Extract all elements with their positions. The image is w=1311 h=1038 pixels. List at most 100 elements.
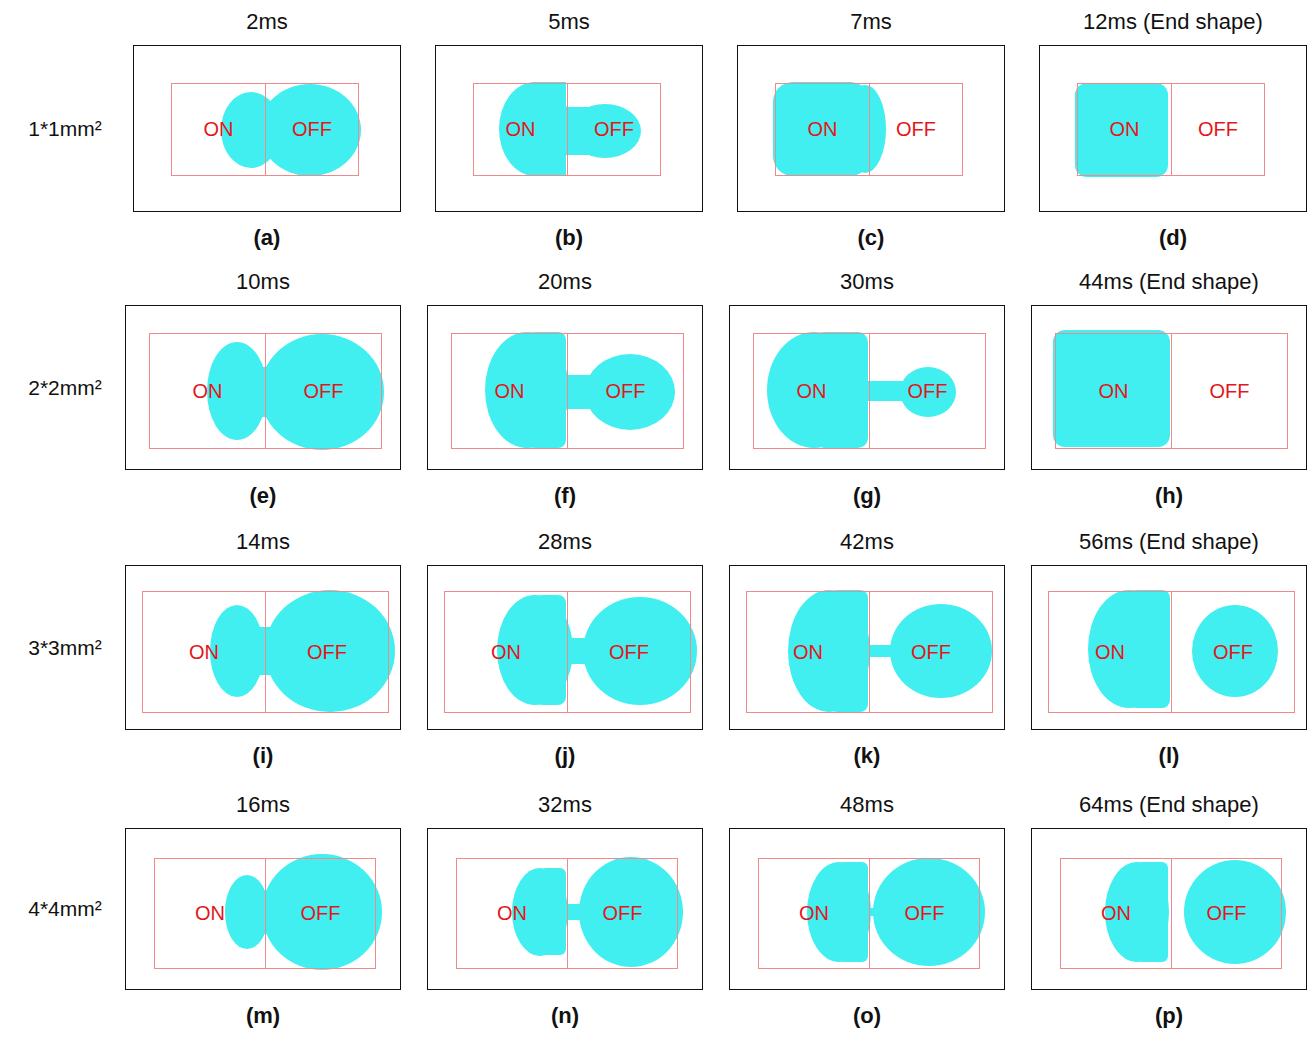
electrode-state: ON xyxy=(204,118,234,141)
electrode-state: ON xyxy=(1095,641,1125,664)
time-label: 64ms (End shape) xyxy=(1012,792,1311,818)
time-label: 30ms xyxy=(710,269,1024,295)
electrode: ON xyxy=(149,333,266,449)
panel-frame: 16ms(m)ONOFF xyxy=(125,828,401,990)
panel-letter: (n) xyxy=(428,1003,702,1029)
row-label: 2*2mm² xyxy=(6,376,124,400)
electrode-state: ON xyxy=(797,380,827,403)
electrode: ON xyxy=(758,858,870,969)
time-label: 42ms xyxy=(710,529,1024,555)
droplet xyxy=(512,857,683,967)
panel-letter: (c) xyxy=(738,225,1004,251)
electrode: OFF xyxy=(869,591,993,713)
droplet xyxy=(1088,590,1278,708)
droplet xyxy=(767,332,956,448)
time-label: 44ms (End shape) xyxy=(1012,269,1311,295)
electrode: ON xyxy=(775,83,870,176)
electrode: OFF xyxy=(869,858,980,969)
droplet xyxy=(497,595,697,705)
time-label: 2ms xyxy=(114,9,420,35)
droplet xyxy=(207,334,384,450)
panel-letter: (g) xyxy=(730,483,1004,509)
electrode-state: OFF xyxy=(911,641,951,664)
panel-letter: (o) xyxy=(730,1003,1004,1029)
time-label: 10ms xyxy=(106,269,420,295)
panel-letter: (p) xyxy=(1032,1003,1306,1029)
electrode-state: ON xyxy=(808,118,838,141)
droplet xyxy=(788,590,992,712)
panel-frame: 64ms (End shape)(p)ONOFF xyxy=(1031,828,1307,990)
electrode-state: ON xyxy=(491,641,521,664)
electrode-state: ON xyxy=(1099,380,1129,403)
electrode: ON xyxy=(1077,83,1172,176)
electrode-state: ON xyxy=(1101,902,1131,925)
time-label: 12ms (End shape) xyxy=(1020,9,1311,35)
electrode-state: OFF xyxy=(307,641,347,664)
panel-letter: (a) xyxy=(134,225,400,251)
panel-frame: 42ms(k)ONOFF xyxy=(729,565,1005,730)
electrode: ON xyxy=(1060,858,1172,969)
electrode: OFF xyxy=(567,333,684,449)
time-label: 5ms xyxy=(416,9,722,35)
electrode-state: ON xyxy=(799,902,829,925)
panel-frame: 14ms(i)ONOFF xyxy=(125,565,401,730)
electrode: ON xyxy=(1055,333,1172,449)
panel-frame: 48ms(o)ONOFF xyxy=(729,828,1005,990)
electrode: ON xyxy=(456,858,568,969)
electrode: OFF xyxy=(567,858,678,969)
electrode: OFF xyxy=(567,591,691,713)
panel-letter: (d) xyxy=(1040,225,1306,251)
time-label: 32ms xyxy=(408,792,722,818)
time-label: 20ms xyxy=(408,269,722,295)
electrode: ON xyxy=(753,333,870,449)
electrode-state: ON xyxy=(506,118,536,141)
panel-frame: 2ms(a)ONOFF xyxy=(133,45,401,212)
electrode: ON xyxy=(444,591,568,713)
panel-letter: (f) xyxy=(428,483,702,509)
electrode: ON xyxy=(746,591,870,713)
electrode-state: OFF xyxy=(606,380,646,403)
time-label: 14ms xyxy=(106,529,420,555)
panel-letter: (k) xyxy=(730,743,1004,769)
electrode-state: ON xyxy=(195,902,225,925)
electrode-state: ON xyxy=(1110,118,1140,141)
electrode-state: OFF xyxy=(594,118,634,141)
panel-letter: (l) xyxy=(1032,743,1306,769)
electrode: OFF xyxy=(1171,858,1282,969)
row-label: 3*3mm² xyxy=(6,636,124,660)
droplet xyxy=(807,858,985,966)
electrode-state: OFF xyxy=(304,380,344,403)
electrode: OFF xyxy=(265,591,389,713)
electrode: OFF xyxy=(869,333,986,449)
panel-letter: (h) xyxy=(1032,483,1306,509)
electrode-state: OFF xyxy=(908,380,948,403)
electrode-state: OFF xyxy=(609,641,649,664)
panel-frame: 28ms(j)ONOFF xyxy=(427,565,703,730)
panel-frame: 5ms(b)ONOFF xyxy=(435,45,703,212)
electrode: OFF xyxy=(265,858,376,969)
electrode-state: OFF xyxy=(896,118,936,141)
electrode-state: OFF xyxy=(905,902,945,925)
panel-frame: 10ms(e)ONOFF xyxy=(125,305,401,470)
droplet xyxy=(1053,330,1170,447)
electrode-state: ON xyxy=(497,902,527,925)
electrode: ON xyxy=(1048,591,1172,713)
panel-letter: (e) xyxy=(126,483,400,509)
electrode: OFF xyxy=(1171,83,1265,176)
electrode: ON xyxy=(171,83,266,176)
droplet xyxy=(499,82,641,176)
electrode: ON xyxy=(142,591,266,713)
time-label: 28ms xyxy=(408,529,722,555)
electrode: ON xyxy=(473,83,568,176)
panel-frame: 44ms (End shape)(h)ONOFF xyxy=(1031,305,1307,470)
row-label: 4*4mm² xyxy=(6,897,124,921)
panel-letter: (j) xyxy=(428,743,702,769)
electrode-state: OFF xyxy=(1213,641,1253,664)
droplet xyxy=(485,332,675,448)
electrode: OFF xyxy=(265,83,359,176)
electrode-state: OFF xyxy=(301,902,341,925)
time-label: 7ms xyxy=(718,9,1024,35)
electrode-state: OFF xyxy=(1210,380,1250,403)
panel-letter: (b) xyxy=(436,225,702,251)
